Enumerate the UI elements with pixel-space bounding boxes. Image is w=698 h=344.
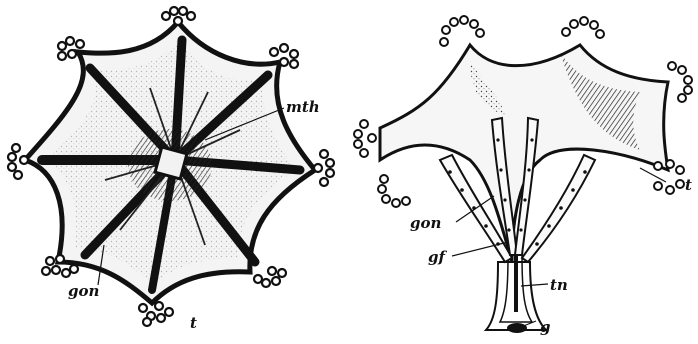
label-tn: tn: [550, 276, 568, 294]
label-g: g: [540, 318, 551, 336]
tentacle-cluster-right: [314, 150, 334, 186]
right-cluster-lower-right: [654, 160, 684, 194]
tentacle-cluster-bottom: [139, 302, 173, 326]
label-gf: gf: [428, 248, 447, 266]
right-cluster-upper-left: [440, 16, 484, 46]
right-manubrium-core: [514, 250, 518, 312]
label-gon-left: gon: [68, 282, 99, 300]
right-medusa-section: gon gf tn g t: [354, 16, 692, 336]
label-t-right: t: [685, 176, 692, 194]
left-central-mouth: [128, 129, 212, 201]
label-gon-right: gon: [410, 214, 441, 232]
label-t-left: t: [190, 314, 197, 332]
tentacle-cluster-left: [8, 144, 28, 179]
label-mth-left: mth: [286, 98, 320, 116]
right-cluster-left: [354, 120, 376, 157]
tentacle-cluster-lower-right: [254, 267, 286, 287]
right-cluster-lower-left: [378, 175, 410, 207]
right-manubrium-base: [507, 323, 527, 333]
right-cluster-right: [668, 62, 692, 102]
tentacle-cluster-top: [162, 7, 195, 25]
right-cluster-top: [562, 17, 604, 38]
left-medusa-oral-view: mth gon t: [8, 7, 334, 332]
right-leader-lines: [452, 168, 666, 327]
